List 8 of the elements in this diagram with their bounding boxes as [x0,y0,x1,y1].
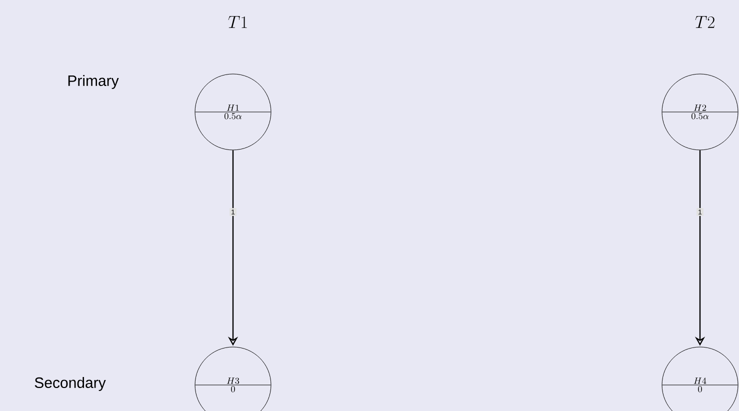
split-circle-node: $H2$ $0.5\alpha$ [662,74,738,150]
split-circle-node: $H3$ $0$ [194,346,272,411]
split-circle-node: $H1$ $0.5\alpha$ [194,74,272,150]
row-label: Secondary [34,377,106,391]
split-circle-node: $H4$ $0$ [662,346,738,411]
column-heading: $T2$ [695,16,714,28]
row-label: Primary [68,75,119,89]
column-heading: $T1$ [228,16,247,28]
